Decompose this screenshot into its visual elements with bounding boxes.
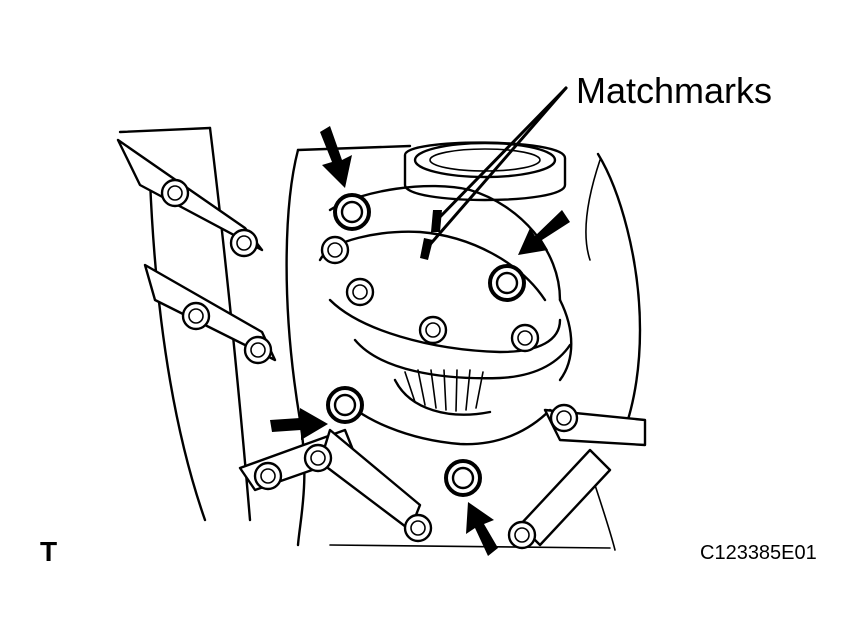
bolt bbox=[320, 235, 350, 265]
bolt bbox=[403, 513, 433, 543]
bolt bbox=[549, 403, 579, 433]
figure-code: C123385E01 bbox=[700, 542, 817, 564]
cap-bolts-highlighted bbox=[326, 193, 526, 497]
bolt bbox=[160, 178, 190, 208]
bolt bbox=[510, 323, 540, 353]
matchmarks-leader-lines bbox=[425, 86, 568, 250]
bolt bbox=[507, 520, 537, 550]
cap-bolt bbox=[488, 264, 526, 302]
arrow-right bbox=[518, 210, 570, 255]
bolt bbox=[181, 301, 211, 331]
mounting-rods-left bbox=[116, 138, 647, 547]
arrow-top bbox=[320, 126, 352, 188]
bolt bbox=[243, 335, 273, 365]
cap-bolt bbox=[326, 386, 364, 424]
matchmarks-callout-label: Matchmarks bbox=[576, 70, 773, 111]
arrow-left bbox=[270, 408, 328, 440]
ring-gear-teeth bbox=[393, 369, 492, 416]
bolt bbox=[303, 443, 333, 473]
cap-bolt bbox=[444, 459, 482, 497]
arrow-bottom bbox=[466, 502, 498, 556]
bolt bbox=[345, 277, 375, 307]
bolt bbox=[253, 461, 283, 491]
bolt-group bbox=[160, 178, 579, 550]
cap-bolt bbox=[333, 193, 371, 231]
bolt bbox=[229, 228, 259, 258]
corner-tag: T bbox=[40, 536, 58, 567]
bolt bbox=[418, 315, 448, 345]
